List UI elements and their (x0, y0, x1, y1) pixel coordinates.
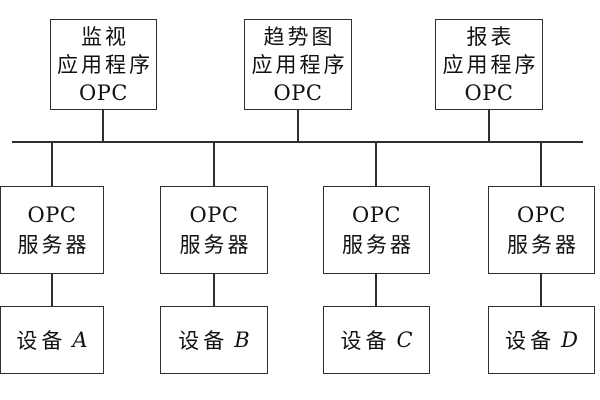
device-d-label: 设备 (505, 329, 556, 353)
opc-server2-label-line1: OPC (189, 203, 239, 227)
opc-server1-label-line2: 服务器 (17, 233, 90, 257)
opc-server3-label-line1: OPC (352, 203, 401, 227)
device-c-label: 设备 (340, 329, 391, 353)
report-application-title-line2: 应用程序 (442, 52, 539, 77)
monitor-application-title-line3: OPC (79, 80, 128, 105)
monitor-app-bus-connector-line (102, 110, 104, 142)
report-application-title-line3: OPC (464, 80, 514, 105)
device-c-letter: C (396, 328, 413, 352)
trend-application-box: 趋势图 应用程序 OPC (244, 19, 352, 110)
opc-server1-box: OPC 服务器 (0, 186, 104, 274)
opc-server4-label-line2: 服务器 (507, 233, 579, 257)
server1-device-a-connector-line (51, 274, 53, 306)
opc-server2-box: OPC 服务器 (160, 186, 268, 274)
bus-server4-connector-line (540, 142, 542, 186)
bus-server2-connector-line (213, 142, 215, 186)
trend-app-bus-connector-line (297, 110, 299, 142)
server2-device-b-connector-line (213, 274, 215, 306)
device-b-letter: B (234, 328, 250, 352)
device-a-label: 设备 (16, 329, 67, 353)
bus-server1-connector-line (51, 142, 53, 186)
report-application-title-line1: 报表 (466, 24, 515, 49)
opc-server4-box: OPC 服务器 (488, 186, 595, 274)
report-app-bus-connector-line (488, 110, 490, 142)
opc-server3-box: OPC 服务器 (323, 186, 430, 274)
opc-server2-label-line2: 服务器 (179, 233, 252, 257)
opc-server3-label-line2: 服务器 (342, 233, 414, 257)
network-bus-line (12, 141, 583, 143)
server3-device-c-connector-line (375, 274, 377, 306)
device-a-letter: A (72, 328, 88, 352)
device-b-box: 设备 B (160, 306, 268, 374)
report-application-box: 报表 应用程序 OPC (435, 19, 543, 110)
monitor-application-title-line1: 监视 (81, 24, 129, 49)
device-c-box: 设备 C (323, 306, 430, 374)
opc-server1-label-line1: OPC (27, 203, 77, 227)
trend-application-title-line1: 趋势图 (263, 24, 336, 49)
server4-device-d-connector-line (540, 274, 542, 306)
monitor-application-title-line2: 应用程序 (57, 52, 153, 77)
device-d-letter: D (561, 328, 578, 352)
opc-server4-label-line1: OPC (517, 203, 566, 227)
monitor-application-box: 监视 应用程序 OPC (50, 19, 157, 110)
device-a-box: 设备 A (0, 306, 104, 374)
trend-application-title-line2: 应用程序 (251, 52, 348, 77)
device-b-label: 设备 (178, 329, 229, 353)
bus-server3-connector-line (375, 142, 377, 186)
trend-application-title-line3: OPC (273, 80, 323, 105)
device-d-box: 设备 D (488, 306, 595, 374)
